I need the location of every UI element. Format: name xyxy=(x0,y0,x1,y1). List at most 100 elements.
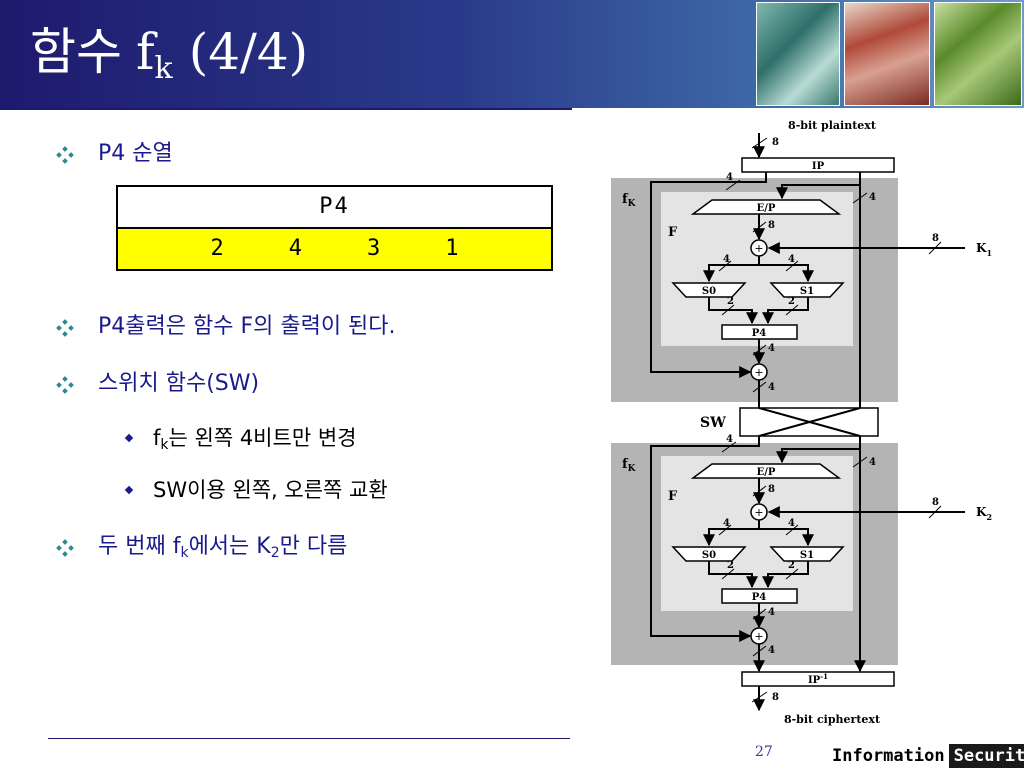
plaintext-label: 8-bit plaintext xyxy=(788,119,877,132)
diamond-bullet-icon xyxy=(124,433,134,443)
bus-slash xyxy=(785,568,799,580)
bus-slash xyxy=(752,344,767,356)
title-function-subscript: k xyxy=(154,51,173,86)
bus-width-label: 4 xyxy=(869,192,876,203)
bus-width-label: 4 xyxy=(723,518,730,529)
fk-subscript: k xyxy=(160,437,169,453)
p4-value-4: 1 xyxy=(445,236,459,261)
s0-box-2 xyxy=(671,546,747,562)
bus-slash xyxy=(928,241,942,255)
s1-box-2 xyxy=(769,546,845,562)
to-s1-path-1 xyxy=(759,264,814,283)
s1-to-p4-path-1 xyxy=(762,297,809,325)
bus-slash xyxy=(752,381,767,393)
ep-block-1 xyxy=(690,199,842,215)
title-page-part: (4/4) xyxy=(188,23,309,81)
s0-to-p4-path-2 xyxy=(708,561,758,589)
f-label-2: F xyxy=(668,489,678,504)
bullet-p4-permutation: P4 순열 xyxy=(56,140,173,168)
page-number: 27 xyxy=(755,744,773,760)
bus-slash xyxy=(752,608,767,620)
left-half-path-1 xyxy=(650,172,767,378)
bus-width-label: 4 xyxy=(768,645,775,656)
k1-label: K1 xyxy=(976,241,992,258)
diamond-cluster-bullet-icon xyxy=(56,146,74,164)
bullet-second-fk: 두 번째 fk에서는 K2만 다름 xyxy=(56,533,347,567)
title-underline xyxy=(0,108,572,110)
header-photo-strip xyxy=(752,0,1024,108)
bullet-text: 두 번째 f xyxy=(98,534,181,559)
laptop-keyboard-photo xyxy=(934,2,1022,106)
circuit-board-photo xyxy=(756,2,840,106)
diamond-bullet-icon xyxy=(124,485,134,495)
ep-block-2 xyxy=(690,463,842,479)
brand-information: Information xyxy=(832,746,945,766)
bullet-text: SW이용 왼쪽, 오른쪽 교환 xyxy=(153,478,388,502)
ip-inverse-block xyxy=(741,671,895,687)
k2-label: K2 xyxy=(976,505,992,522)
ep-label-2: E/P xyxy=(757,467,776,478)
bus-width-label: 4 xyxy=(788,518,795,529)
brand-logo: Information Security xyxy=(832,744,1024,768)
bus-width-label: 4 xyxy=(768,607,775,618)
sdes-block-diagram: 8-bit plaintext 8 IP fK F 4 4 E/P 8 + 8 … xyxy=(611,119,992,726)
fk-label-1: fK xyxy=(622,192,637,209)
p4-table-header: P4 xyxy=(118,187,551,229)
bus-width-label: 8 xyxy=(772,137,779,148)
s1-label-2: S1 xyxy=(800,550,814,561)
f-function-2-panel xyxy=(661,456,853,611)
p4-label-2: P4 xyxy=(752,592,767,603)
diamond-cluster-bullet-icon xyxy=(56,376,74,394)
bus-slash xyxy=(785,524,799,536)
s1-label-1: S1 xyxy=(800,286,814,297)
title-function-name: f xyxy=(136,23,155,81)
sw-label: SW xyxy=(700,415,726,431)
to-s0-path-1 xyxy=(703,256,760,283)
computer-hardware-photo xyxy=(844,2,930,106)
subbullet-fk-left-bits: fk는 왼쪽 4비트만 변경 xyxy=(124,424,356,459)
bus-width-label: 2 xyxy=(788,296,795,307)
bus-width-label: 2 xyxy=(788,560,795,571)
bus-width-label: 4 xyxy=(869,457,876,468)
ip-inverse-label: IP-1 xyxy=(808,672,828,686)
bus-width-label: 8 xyxy=(932,497,939,508)
p4-value-3: 3 xyxy=(367,236,381,261)
s0-label-1: S0 xyxy=(702,286,716,297)
diamond-cluster-bullet-icon xyxy=(56,319,74,337)
bus-width-label: 4 xyxy=(788,254,795,265)
f-label-1: F xyxy=(668,225,678,240)
fk-symbol: f xyxy=(153,426,161,450)
xor-symbol: + xyxy=(754,366,763,379)
f-function-1-panel xyxy=(661,192,853,346)
ip-label: IP xyxy=(812,161,825,172)
bullet-text: P4출력은 함수 F의 출력이 된다. xyxy=(98,314,396,339)
diamond-cluster-bullet-icon xyxy=(56,539,74,557)
p4-table-row: 2 4 3 1 xyxy=(118,229,551,269)
bullet-text: P4 순열 xyxy=(98,141,173,166)
to-s0-path-2 xyxy=(703,520,760,547)
bullet-text: 에서는 K xyxy=(188,534,271,559)
bus-slash xyxy=(752,645,767,657)
bullet-text: 스위치 함수(SW) xyxy=(98,371,260,396)
ip-block xyxy=(741,157,895,173)
bullet-switch-function: 스위치 함수(SW) xyxy=(56,370,260,398)
title-korean: 함수 xyxy=(30,23,122,81)
bus-width-label: 2 xyxy=(727,560,734,571)
s1-to-p4-path-2 xyxy=(762,561,809,589)
p4-value-2: 4 xyxy=(288,236,302,261)
bus-slash xyxy=(721,441,737,453)
ep-label-1: E/P xyxy=(757,203,776,214)
xor-symbol: + xyxy=(754,630,763,643)
bus-slash xyxy=(852,456,868,468)
bus-slash xyxy=(752,485,767,497)
xor-symbol: + xyxy=(754,506,763,519)
p4-value-1: 2 xyxy=(210,236,224,261)
bus-slash xyxy=(721,304,735,316)
sw-cross-line xyxy=(758,407,861,437)
k2-subscript: 2 xyxy=(270,545,280,561)
xor-symbol: + xyxy=(754,242,763,255)
bus-width-label: 8 xyxy=(768,220,775,231)
ep-input-path-1 xyxy=(776,184,860,200)
s1-box-1 xyxy=(769,282,845,298)
